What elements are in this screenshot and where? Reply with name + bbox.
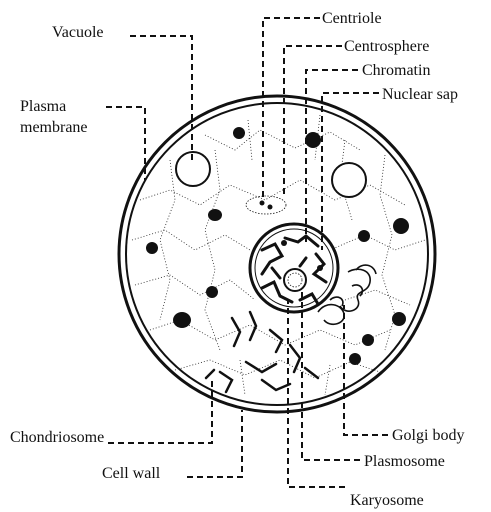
label-cell-wall: Cell wall [102, 465, 161, 482]
label-chromatin: Chromatin [362, 62, 430, 79]
label-plasma: Plasma [20, 98, 66, 115]
centrosphere [246, 196, 286, 214]
centriole [260, 201, 273, 210]
label-vacuole: Vacuole [52, 24, 104, 41]
label-centrosphere: Centrosphere [344, 38, 429, 55]
label-centriole: Centriole [322, 10, 382, 27]
label-chondriosome: Chondriosome [10, 429, 104, 446]
label-golgi-body: Golgi body [392, 427, 464, 444]
label-plasmosome: Plasmosome [364, 453, 445, 470]
vacuole-right [332, 163, 366, 197]
plasmosome [284, 269, 306, 291]
label-nuclear-sap: Nuclear sap [382, 86, 458, 103]
label-karyosome: Karyosome [350, 492, 424, 509]
label-membrane: membrane [20, 119, 88, 136]
nucleus [250, 224, 338, 312]
